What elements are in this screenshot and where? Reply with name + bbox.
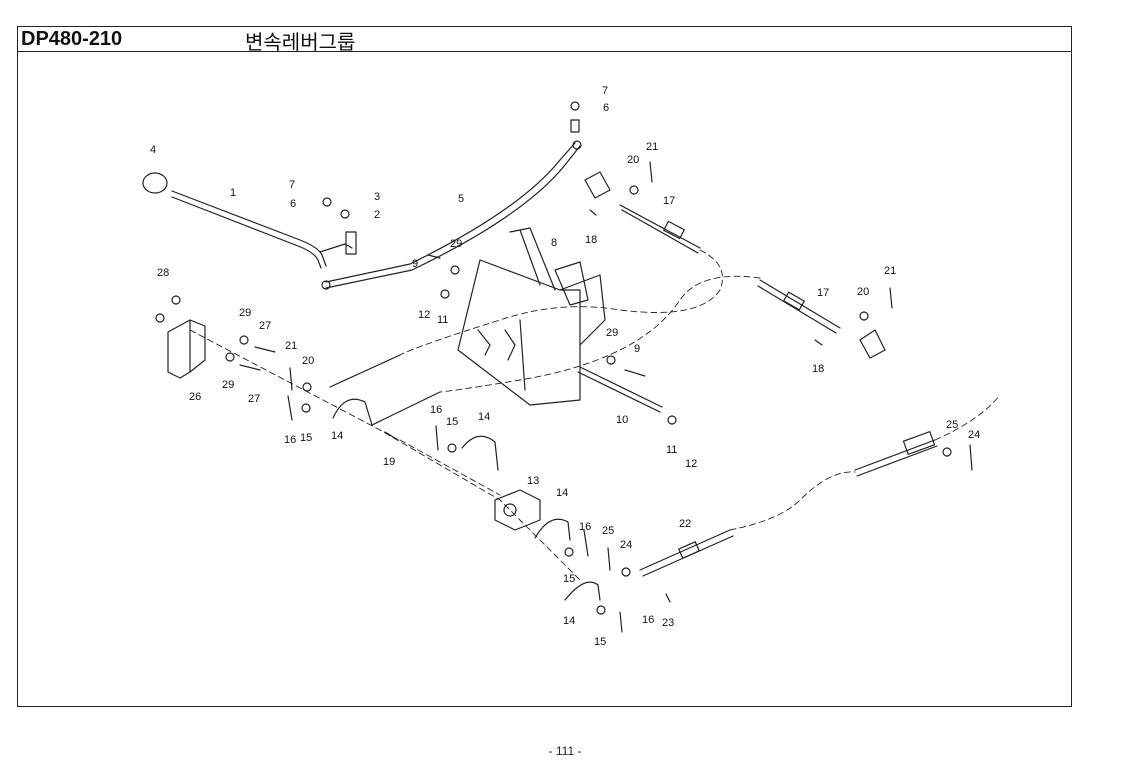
cable-clamp-upper bbox=[584, 171, 611, 199]
callout-label: 2 bbox=[374, 209, 380, 221]
callout-label: 16 bbox=[284, 434, 296, 446]
callout-label: 29 bbox=[606, 327, 618, 339]
callout-label: 7 bbox=[602, 85, 608, 97]
callout-label: 11 bbox=[437, 314, 448, 326]
callout-label: 29 bbox=[222, 379, 234, 391]
callout-label: 25 bbox=[946, 419, 958, 431]
u-brackets bbox=[332, 398, 601, 601]
callout-label: 28 bbox=[157, 267, 169, 279]
callout-label: 15 bbox=[300, 432, 312, 444]
callout-label: 27 bbox=[248, 393, 260, 405]
callout-label: 9 bbox=[412, 258, 418, 270]
shift-lever-rod bbox=[142, 172, 357, 269]
callout-label: 17 bbox=[817, 287, 829, 299]
callout-label: 29 bbox=[239, 307, 251, 319]
cable-clamp-lower bbox=[859, 329, 886, 359]
callout-label: 4 bbox=[150, 144, 156, 156]
callout-label: 21 bbox=[646, 141, 658, 153]
callout-label: 18 bbox=[585, 234, 597, 246]
fasteners bbox=[155, 101, 973, 633]
callout-label: 12 bbox=[418, 309, 430, 321]
callout-label: 14 bbox=[563, 615, 575, 627]
callout-label: 21 bbox=[285, 340, 297, 352]
drawing-frame bbox=[17, 26, 1072, 707]
callout-label: 18 bbox=[812, 363, 824, 375]
callout-label: 20 bbox=[302, 355, 314, 367]
callout-label: 24 bbox=[620, 539, 632, 551]
callout-label: 25 bbox=[602, 525, 614, 537]
part-group-title: 변속레버그룹 bbox=[245, 30, 356, 54]
callout-label: 22 bbox=[679, 518, 691, 530]
callout-label: 7 bbox=[289, 179, 295, 191]
callout-label: 15 bbox=[563, 573, 575, 585]
cross-rod bbox=[577, 366, 663, 413]
callout-label: 21 bbox=[884, 265, 896, 277]
callout-label: 8 bbox=[551, 237, 557, 249]
main-bracket-plate bbox=[457, 227, 606, 406]
callout-label: 29 bbox=[450, 238, 462, 250]
callout-label: 16 bbox=[642, 614, 654, 626]
pivot-block bbox=[494, 489, 541, 531]
callout-label: 3 bbox=[374, 191, 380, 203]
callout-label: 17 bbox=[663, 195, 675, 207]
callout-label: 6 bbox=[603, 102, 609, 114]
callout-label: 15 bbox=[446, 416, 458, 428]
callout-label: 20 bbox=[627, 154, 639, 166]
callout-label: 16 bbox=[579, 521, 591, 533]
callout-label: 24 bbox=[968, 429, 980, 441]
callout-label: 14 bbox=[556, 487, 568, 499]
header-bar: DP480-210 변속레버그룹 bbox=[17, 26, 1072, 54]
callout-label: 20 bbox=[857, 286, 869, 298]
page-number: - 111 - bbox=[548, 744, 582, 758]
callout-label: 16 bbox=[430, 404, 442, 416]
callout-label: 6 bbox=[290, 198, 296, 210]
callout-label: 14 bbox=[331, 430, 343, 442]
callout-label: 15 bbox=[594, 636, 606, 648]
link-rod bbox=[321, 119, 582, 290]
callout-label: 13 bbox=[527, 475, 539, 487]
callout-label: 26 bbox=[189, 391, 201, 403]
callout-label: 23 bbox=[662, 617, 674, 629]
control-cables bbox=[329, 204, 938, 577]
callout-label: 10 bbox=[616, 414, 628, 426]
part-group-code: DP480-210 bbox=[21, 28, 123, 50]
callout-label: 5 bbox=[458, 193, 464, 205]
callout-label: 19 bbox=[383, 456, 395, 468]
callout-label: 14 bbox=[478, 411, 490, 423]
callout-label: 27 bbox=[259, 320, 271, 332]
callout-label: 11 bbox=[666, 444, 677, 456]
callout-label: 9 bbox=[634, 343, 640, 355]
mount-bracket bbox=[167, 319, 206, 379]
cable-routing-lines bbox=[189, 249, 1001, 581]
callout-label: 1 bbox=[230, 187, 236, 199]
callout-labels: 1 2 3 4 5 6 6 7 7 8 9 9 10 11 11 12 12 1… bbox=[150, 85, 980, 648]
callout-label: 12 bbox=[685, 458, 697, 470]
